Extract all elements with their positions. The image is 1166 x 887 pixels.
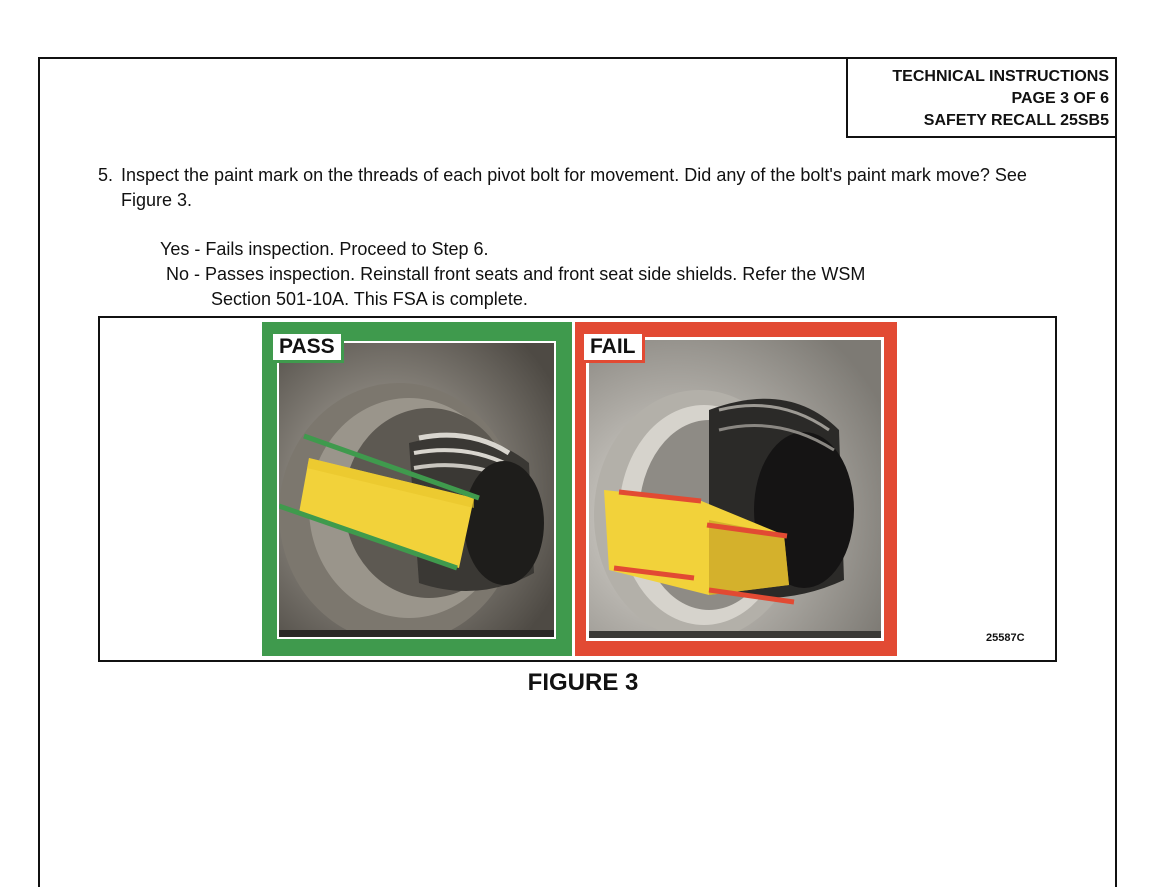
pass-bolt-image	[279, 343, 554, 637]
header-page-number: PAGE 3 OF 6	[1011, 90, 1109, 107]
fail-bolt-photo	[586, 337, 884, 641]
pass-bolt-photo	[277, 341, 556, 639]
header-recall-id: SAFETY RECALL 25SB5	[923, 112, 1109, 129]
figure-frame	[98, 316, 1057, 662]
pass-label: PASS	[273, 334, 344, 363]
document-header: TECHNICAL INSTRUCTIONS PAGE 3 OF 6 SAFET…	[846, 57, 1117, 138]
option-no-continued: Section 501-10A. This FSA is complete.	[211, 289, 528, 309]
option-no: No - Passes inspection. Reinstall front …	[166, 264, 866, 284]
option-yes: Yes - Fails inspection. Proceed to Step …	[160, 239, 489, 259]
fail-label: FAIL	[584, 334, 645, 363]
step-5: 5. Inspect the paint mark on the threads…	[98, 163, 1078, 213]
figure-reference-id: 25587C	[986, 632, 1025, 644]
header-title: TECHNICAL INSTRUCTIONS	[892, 68, 1109, 85]
step-text: Inspect the paint mark on the threads of…	[121, 165, 1027, 210]
step-number: 5.	[98, 165, 114, 185]
page-frame	[38, 57, 1117, 887]
fail-bolt-image	[589, 340, 881, 638]
figure-caption: FIGURE 3	[527, 669, 639, 696]
